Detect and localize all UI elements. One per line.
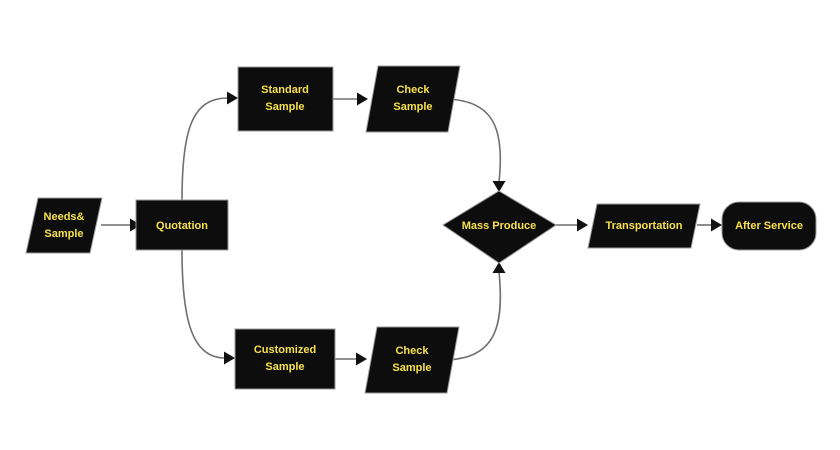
customized-sample-shape[interactable] (234, 328, 336, 390)
edge-standard-to-check-top (333, 92, 368, 106)
standard-sample-shape[interactable] (237, 66, 334, 132)
edge-needs-to-quotation (101, 218, 141, 232)
node-standard-sample[interactable]: Standard Sample (237, 66, 334, 132)
transportation-shape[interactable] (587, 203, 701, 249)
node-quotation[interactable]: Quotation (135, 199, 229, 251)
after-service-shape[interactable] (721, 201, 817, 251)
node-needs-sample[interactable]: Needs& Sample (25, 197, 103, 254)
node-check-sample-bottom[interactable]: Check Sample (364, 326, 460, 394)
check-sample-bottom-shape[interactable] (364, 326, 460, 394)
node-mass-produce[interactable]: Mass Produce (442, 190, 557, 264)
edge-quotation-to-standard (181, 91, 238, 201)
edge-quotation-to-customized (181, 249, 235, 365)
quotation-shape[interactable] (135, 199, 229, 251)
node-transportation[interactable]: Transportation (587, 203, 701, 249)
edge-customized-to-check-bottom (335, 352, 367, 366)
edge-transportation-to-after-service (697, 218, 722, 232)
edge-mass-to-transportation (556, 218, 588, 232)
edge-check-top-to-mass (446, 98, 506, 192)
edge-check-bottom-to-mass (445, 262, 506, 361)
node-check-sample-top[interactable]: Check Sample (365, 65, 461, 133)
mass-produce-shape[interactable] (442, 190, 557, 264)
check-sample-top-shape[interactable] (365, 65, 461, 133)
node-customized-sample[interactable]: Customized Sample (234, 328, 336, 390)
node-after-service[interactable]: After Service (721, 201, 817, 251)
needs-sample-shape[interactable] (25, 197, 103, 254)
